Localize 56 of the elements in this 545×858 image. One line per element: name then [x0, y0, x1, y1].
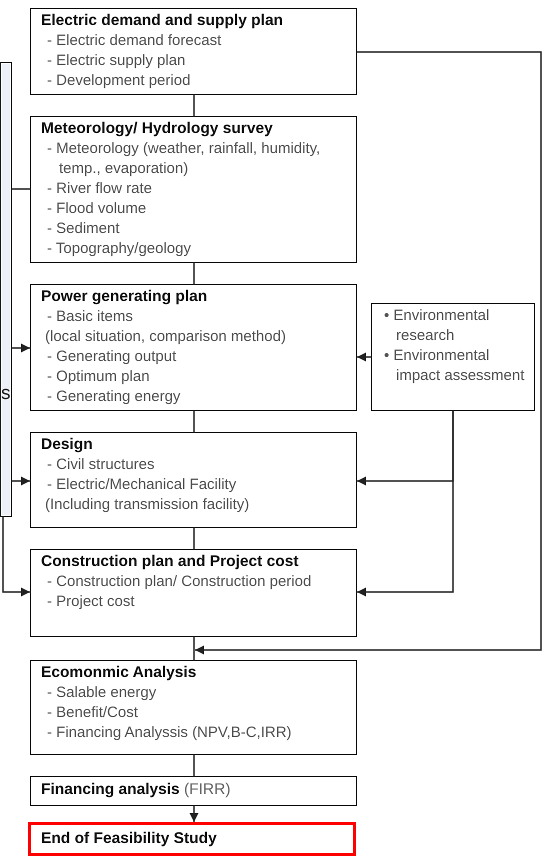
box-heading: Construction plan and Project cost	[41, 552, 300, 572]
list-item: - Electric/Mechanical Facility	[46, 475, 238, 495]
connector-line	[193, 95, 195, 116]
list-item: (local situation, comparison method)	[44, 327, 287, 347]
list-item: - Meteorology (weather, rainfall, humidity, temp., evaporation)	[46, 139, 322, 179]
connector-line	[193, 263, 195, 284]
list-item: - River flow rate	[46, 179, 154, 199]
note-box	[371, 303, 535, 411]
cut-off-letter: s	[1, 383, 10, 405]
box-heading: Power generating plan	[41, 287, 208, 307]
box-heading: Meteorology/ Hydrology survey	[41, 119, 274, 139]
box-heading: Financing analysis (FIRR)	[41, 780, 232, 800]
process-box	[30, 284, 357, 411]
list-item: - Generating output	[46, 347, 178, 367]
connector-line	[12, 188, 30, 190]
process-box	[30, 116, 357, 263]
arrow	[357, 411, 454, 596]
side-panel	[0, 62, 12, 517]
list-item: - Civil structures	[46, 455, 156, 475]
list-item: - Financing Analyssis (NPV,B-C,IRR)	[46, 723, 293, 743]
list-item: - Electric supply plan	[46, 51, 186, 71]
arrow	[190, 806, 198, 822]
list-item: - Basic items	[46, 307, 134, 327]
list-item: • Environmental research	[383, 306, 490, 346]
arrow	[195, 51, 542, 654]
list-item: - Sediment	[46, 219, 121, 239]
process-box	[30, 549, 357, 637]
connector-line	[193, 755, 195, 776]
process-box	[30, 432, 357, 528]
arrow	[12, 476, 30, 486]
box-heading: Design	[41, 435, 94, 455]
connector-line	[193, 528, 195, 549]
list-item: - Construction plan/ Construction period	[46, 572, 312, 592]
list-item: - Salable energy	[46, 683, 158, 703]
connector-line	[193, 637, 195, 660]
list-item: - Optimum plan	[46, 367, 151, 387]
connector-line	[193, 411, 195, 432]
arrow	[2, 517, 30, 596]
list-item: - Topography/geology	[46, 239, 192, 259]
arrow	[357, 352, 371, 362]
list-item: - Development period	[46, 71, 192, 91]
box-heading: Electric demand and supply plan	[41, 11, 284, 31]
process-box	[30, 8, 357, 95]
arrow	[12, 344, 30, 352]
box-heading: Ecomonmic Analysis	[41, 663, 198, 683]
list-item: - Flood volume	[46, 199, 148, 219]
box-heading: End of Feasibility Study	[41, 829, 218, 849]
list-item: - Benefit/Cost	[46, 703, 139, 723]
process-box	[30, 660, 357, 755]
list-item: - Electric demand forecast	[46, 31, 222, 51]
list-item: - Generating energy	[46, 387, 182, 407]
list-item: • Environmental impact assessment	[383, 346, 526, 386]
list-item: - Project cost	[46, 592, 136, 612]
end-box	[28, 822, 356, 856]
list-item: (Including transmission facility)	[44, 495, 250, 515]
process-box	[30, 776, 357, 806]
